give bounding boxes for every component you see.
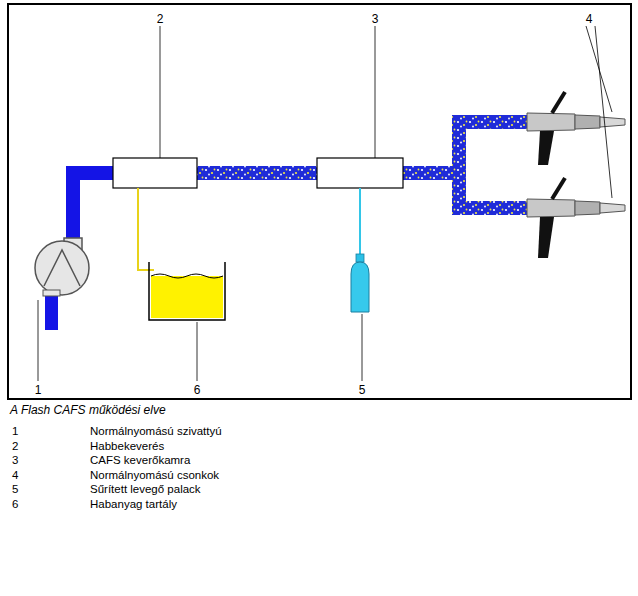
key-number: 6 (12, 497, 18, 511)
callout-number: 5 (359, 383, 366, 397)
callout-number: 4 (586, 12, 593, 26)
key-number: 3 (12, 453, 18, 467)
callout-number: 2 (157, 12, 164, 26)
pump-symbol (35, 238, 89, 296)
inlet-pipe (45, 292, 58, 330)
key-number: 4 (12, 468, 18, 482)
foam-pipe (197, 166, 317, 180)
key-number: 2 (12, 439, 18, 453)
concentrate-tank (149, 262, 225, 320)
foam-pipe-branch (403, 115, 527, 215)
key-text: Normálnyomású csonkok (90, 468, 219, 482)
foam-mixer-box (113, 158, 197, 188)
caption: A Flash CAFS működési elve (10, 403, 166, 417)
key-number: 5 (12, 482, 18, 496)
frame (8, 4, 631, 399)
callout-number: 6 (194, 383, 201, 397)
callout-number: 1 (35, 383, 42, 397)
nozzle (527, 92, 625, 165)
concentrate-line (138, 188, 154, 270)
air-line (359, 188, 361, 255)
key-text: Habanyag tartály (90, 497, 177, 511)
key-text: CAFS keverőkamra (90, 453, 190, 467)
nozzle (527, 178, 625, 258)
callout-number: 3 (372, 12, 379, 26)
leader-lines (38, 26, 612, 381)
air-cylinder (351, 254, 369, 312)
key-text: Normálnyomású szivattyú (90, 424, 222, 438)
key-number: 1 (12, 424, 18, 438)
cafs-chamber-box (317, 158, 403, 188)
water-pipe (66, 166, 113, 245)
key-text: Habbekeverés (90, 439, 164, 453)
key-text: Sűrített levegő palack (90, 482, 201, 496)
